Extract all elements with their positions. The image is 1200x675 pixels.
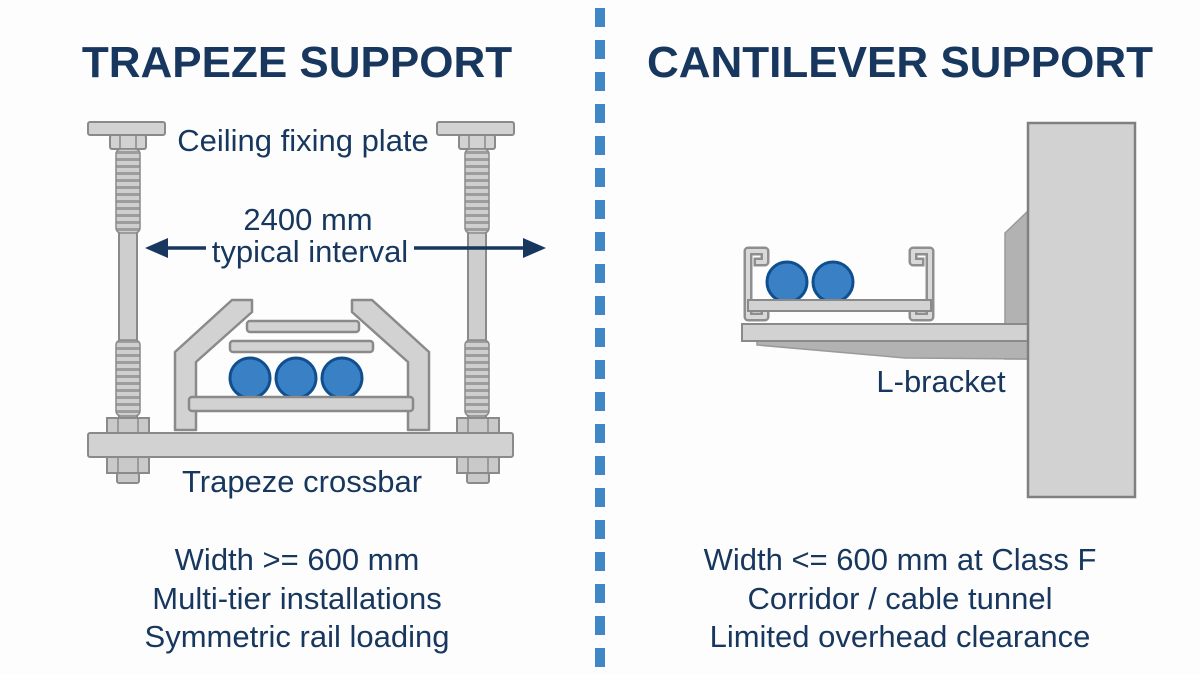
tray-rung-far [245,319,361,334]
bracket-arm [741,323,1029,342]
cantilever-diagram: L-bracket [741,121,1137,499]
note-line: Width <= 600 mm at Class F [703,542,1097,577]
bracket-gusset [756,340,1029,360]
arrow-right-icon [523,238,546,258]
cable [228,356,272,400]
crossbar-label: Trapeze crossbar [182,464,422,499]
cable [811,260,855,304]
note-line: Corridor / cable tunnel [747,580,1053,616]
trapeze-crossbar [87,417,514,484]
trapeze-notes: Width >= 600 mm Multi-tier installations… [0,541,594,657]
hanger-rod-right [436,121,515,481]
rod-end-right [466,472,490,484]
hex-collar-left [109,134,147,150]
trapeze-title: TRAPEZE SUPPORT [81,38,513,87]
threaded-section [464,339,490,417]
bracket-label: L-bracket [876,364,1006,399]
note-line: Limited overhead clearance [709,619,1091,654]
crossbar [87,432,514,458]
ceiling-plate-label: Ceiling fixing plate [177,123,429,158]
nut-left-bottom [106,456,150,474]
threaded-section [115,339,141,417]
tray-rail-front [187,395,415,413]
hanger-rod-left [87,121,166,481]
ceiling-plate-left [87,121,166,136]
ceiling-plate-right [436,121,515,136]
tray-floor [747,299,932,312]
cable [274,356,318,400]
rod-end-left [116,472,140,484]
note-line: Multi-tier installations [152,580,442,616]
note-line: Symmetric rail loading [144,619,450,654]
cable [320,356,364,400]
cable-ladder-tray [173,298,431,432]
interval-value-label: 2400 mm [243,202,372,237]
dashed-divider [595,8,605,675]
arrow-left-icon [145,238,168,258]
tray-rung-mid [228,339,375,354]
wall [1026,121,1137,499]
nut-right-top [456,417,500,434]
nut-right-bottom [456,456,500,474]
hex-collar-right [458,134,496,150]
threaded-section [464,148,490,234]
nut-left-top [106,417,150,434]
interval-arrows [145,238,546,258]
interval-caption-label: typical interval [212,234,408,269]
cantilever-notes: Width <= 600 mm at Class F Corridor / ca… [600,541,1200,657]
threaded-section [115,148,141,234]
note-line: Width >= 600 mm [174,542,420,577]
cable [765,260,809,304]
trapeze-diagram: Ceiling fixing plate 2400 mm typical int… [87,121,546,499]
cantilever-title: CANTILEVER SUPPORT [646,38,1154,87]
